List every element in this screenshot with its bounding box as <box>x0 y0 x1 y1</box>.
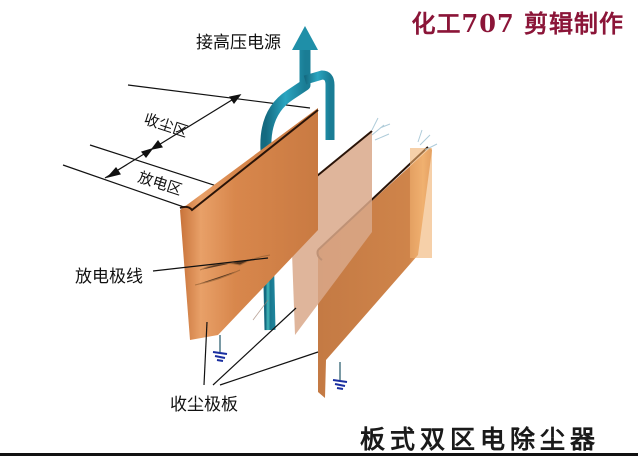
arrow-up-icon <box>292 26 318 50</box>
discharge-wire-label: 放电极线 <box>75 267 143 287</box>
diagram-title: 板式双区电除尘器 <box>360 425 601 454</box>
collecting-plates-label: 收尘极板 <box>170 395 238 415</box>
leader-lines <box>152 257 319 386</box>
power-supply-label: 接高压电源 <box>196 33 281 53</box>
bottom-rule <box>0 453 638 456</box>
ground-icon <box>212 351 228 362</box>
ground-icon <box>332 379 348 390</box>
dimension-lines <box>62 84 311 231</box>
watermark: 化工707 剪辑制作 <box>411 9 624 38</box>
front-collecting-plate <box>179 108 319 362</box>
